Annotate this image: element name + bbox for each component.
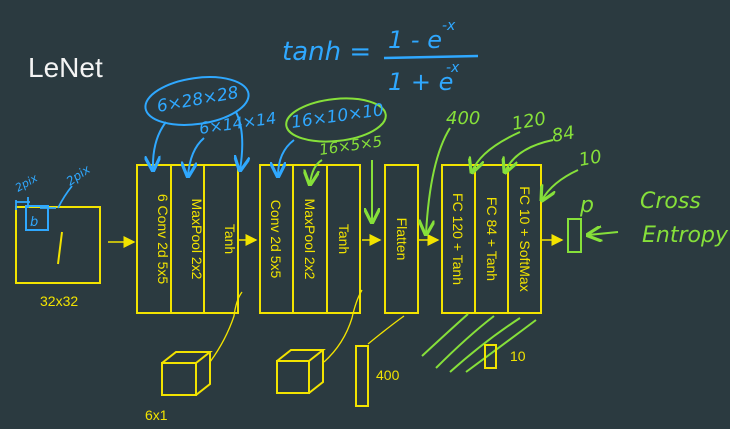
formula-numerator: 1 - e: [388, 26, 442, 54]
block2-layer-tanh: Tanh: [336, 224, 352, 254]
flatten-bar-label: 400: [376, 367, 400, 383]
block1-layer-tanh: Tanh: [222, 224, 238, 254]
feature-cube-2: [276, 289, 363, 394]
output-vector: p Cross Entropy: [567, 189, 729, 253]
note-2pix-b: 2pix: [64, 162, 94, 189]
fc-note-10: 10: [577, 146, 603, 171]
note-2pix-a: 2pix: [13, 171, 40, 194]
block1-shape-notes: 6×28×28 6×14×14: [144, 76, 278, 176]
formula-lhs: tanh =: [282, 37, 371, 67]
input-image: b 2pix 2pix 32x32: [13, 162, 101, 309]
flatten-label: Flatten: [394, 218, 410, 261]
output-p-label: p: [579, 193, 594, 218]
fc-note-400: 400: [446, 108, 480, 129]
shape-note-6x28x28: 6×28×28: [155, 83, 240, 117]
shape-note-16x10x10: 16×10×10: [290, 100, 385, 133]
output-bar: 10: [484, 344, 526, 369]
formula-denominator: 1 + e: [388, 68, 453, 96]
loss-label-line2: Entropy: [642, 223, 729, 248]
flatten-bar: 400: [355, 315, 405, 407]
block-2: Conv 2d 5x5 MaxPool 2x2 Tanh: [259, 164, 361, 314]
flatten-block: Flatten: [384, 164, 419, 314]
loss-label-line1: Cross: [640, 189, 701, 214]
fraction-bar: [383, 54, 479, 60]
fc-block: FC 120 + Tanh FC 84 + Tanh FC 10 + SoftM…: [441, 164, 542, 314]
tanh-formula: tanh = 1 - e -x 1 + e -x: [282, 18, 479, 96]
block1-layer-pool: MaxPool 2x2: [189, 199, 205, 280]
block1-layer-conv: 6 Conv 2d 5x5: [155, 194, 171, 284]
fc-note-84: 84: [550, 122, 576, 147]
cube1-label: 6x1: [145, 407, 168, 423]
block2-shape-notes: 16×10×10 16×5×5: [278, 97, 387, 222]
block-1: 6 Conv 2d 5x5 MaxPool 2x2 Tanh: [136, 164, 239, 314]
block2-layer-pool: MaxPool 2x2: [302, 199, 318, 280]
fc-layer-10: FC 10 + SoftMax: [517, 186, 533, 291]
fc-layer-120: FC 120 + Tanh: [450, 193, 466, 285]
output-bar-label: 10: [510, 348, 526, 364]
kernel-window: [25, 205, 49, 231]
formula-numerator-exp: -x: [442, 18, 456, 34]
feature-cube-1: 6x1: [145, 291, 243, 423]
shape-note-16x5x5: 16×5×5: [318, 132, 383, 159]
page-title: LeNet: [28, 52, 103, 83]
kernel-b-label: b: [30, 215, 38, 230]
shape-note-6x14x14: 6×14×14: [198, 108, 278, 138]
input-size-label: 32x32: [40, 293, 78, 309]
fc-layer-84: FC 84 + Tanh: [484, 197, 500, 281]
block2-layer-conv: Conv 2d 5x5: [268, 200, 284, 279]
formula-denominator-exp: -x: [446, 60, 460, 76]
fc-note-120: 120: [510, 108, 547, 135]
fc-connector-strokes: [421, 313, 537, 373]
